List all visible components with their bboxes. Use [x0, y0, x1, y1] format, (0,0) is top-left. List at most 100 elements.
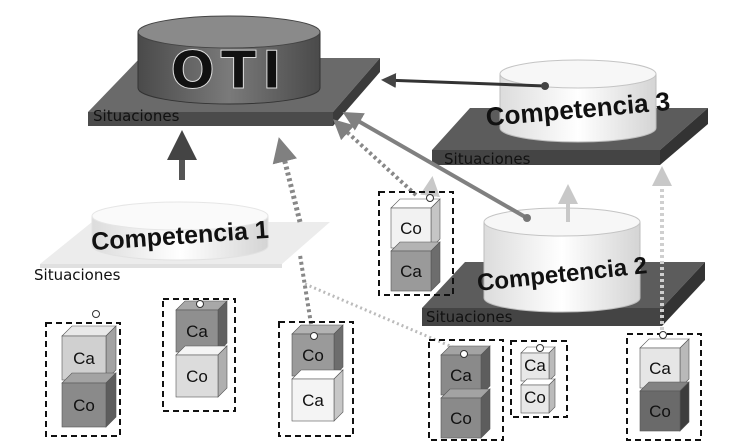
c2-cylinder-top [483, 207, 641, 237]
arrow-group4-to-c3 [420, 176, 440, 198]
c2-platform-label: Situaciones [426, 308, 513, 326]
cube-group-frame [45, 322, 121, 437]
competencia1-block: Competencia 1 Situaciones [34, 201, 330, 284]
connector-dot [92, 310, 100, 318]
c3-platform-side [660, 108, 708, 165]
cube-group-frame [278, 321, 354, 437]
cube-bottom-4-label: Ca [400, 262, 422, 281]
cube-group-frame [510, 340, 568, 418]
cube-top-1-front-face [61, 335, 107, 381]
arrows [167, 72, 672, 354]
cube-top-6: Ca [520, 346, 556, 382]
arrow-dot-c3 [541, 82, 549, 90]
cube-group-frame [378, 191, 454, 296]
cube-top-2: Ca [175, 300, 228, 353]
cube-top-4-front-face [390, 207, 432, 249]
cube-bottom-3: Ca [291, 369, 344, 422]
cube-top-3: Co [291, 324, 344, 377]
cube-bottom-4: Ca [390, 241, 441, 292]
cube-top-6-side-face [548, 346, 556, 382]
cube-bottom-5-label: Co [450, 409, 472, 428]
cube-top-3-side-face [333, 324, 344, 377]
connector-dot [426, 194, 434, 202]
cube-bottom-4-side-face [430, 241, 441, 292]
arrow-c3-to-oti [381, 72, 546, 88]
cube-bottom-3-front-face [291, 378, 335, 422]
cube-bottom-2-side-face [217, 345, 228, 398]
cube-top-5-front-face [440, 354, 482, 396]
cube-top-7-side-face [679, 338, 690, 389]
competencia3-block: Competencia 3 Situaciones [432, 59, 708, 168]
cube-bottom-7-label: Co [649, 402, 671, 421]
arrow-group3-up [298, 254, 314, 331]
c1-platform-front [40, 264, 282, 268]
cube-bottom-1-label: Co [73, 396, 95, 415]
cube-bottom-3-side-face [333, 369, 344, 422]
cube-top-4-label: Co [400, 219, 422, 238]
cube-top-7-front-face [639, 347, 681, 389]
cube-bottom-4-front-face [390, 250, 432, 292]
cube-bottom-6: Co [520, 378, 556, 414]
cube-bottom-5: Co [440, 388, 491, 439]
oti-platform-label: Situaciones [93, 107, 180, 125]
arrow-c2-to-oti [342, 112, 528, 220]
connector-dot [196, 300, 204, 308]
cube-bottom-7-side-face [679, 381, 690, 432]
cube-top-4-side-face [430, 198, 441, 249]
cube-top-5-label: Ca [450, 366, 472, 385]
connector-dot [536, 344, 544, 352]
arrow-group5-dotted [304, 282, 465, 354]
cube-top-1-label: Ca [73, 349, 95, 368]
cube-top-1-side-face [105, 325, 117, 381]
cube-top-6-label: Ca [524, 356, 546, 375]
oti-platform-side [333, 58, 380, 126]
c1-platform-label: Situaciones [34, 266, 121, 284]
cube-top-5-side-face [480, 345, 491, 396]
cube-group-frame [428, 339, 504, 441]
connector-dot [310, 332, 318, 340]
cube-top-4: Co [390, 198, 441, 249]
c2-platform-front [422, 308, 662, 326]
oti-cylinder-top [137, 15, 321, 49]
connector-dot [659, 331, 667, 339]
cube-bottom-5-front-face [440, 397, 482, 439]
cube-bottom-1-front-face [61, 382, 107, 428]
cube-bottom-1: Co [61, 372, 117, 428]
cube-top-2-front-face [175, 309, 219, 353]
cube-top-2-side-face [217, 300, 228, 353]
arrow-c3-c2-dotted [333, 119, 418, 197]
cube-bottom-6-front-face [520, 384, 550, 414]
oti-platform-front [88, 112, 333, 126]
oti-block: OTI Situaciones [88, 15, 380, 126]
cube-bottom-5-side-face [480, 388, 491, 439]
cube-top-3-label: Co [302, 346, 324, 365]
cube-group-frame [162, 298, 236, 412]
connector-dot [460, 350, 468, 358]
c1-cylinder-top [91, 201, 269, 231]
cube-bottom-7-front-face [639, 390, 681, 432]
arrow-dot-c2 [523, 214, 531, 222]
c3-platform-label: Situaciones [444, 150, 531, 168]
c3-platform-front [432, 150, 660, 165]
cube-top-7: Ca [639, 338, 690, 389]
oti-cylinder [137, 31, 321, 105]
cube-top-6-front-face [520, 352, 550, 382]
cube-bottom-7: Co [639, 381, 690, 432]
cube-top-3-front-face [291, 333, 335, 377]
oti-title: OTI [170, 41, 287, 101]
c3-cylinder-top [499, 59, 657, 89]
cube-top-5: Ca [440, 345, 491, 396]
cube-bottom-2: Co [175, 345, 228, 398]
cube-bottom-2-label: Co [186, 367, 208, 386]
arrow-group3-to-oti [272, 137, 303, 223]
c2-platform-side [662, 262, 705, 326]
